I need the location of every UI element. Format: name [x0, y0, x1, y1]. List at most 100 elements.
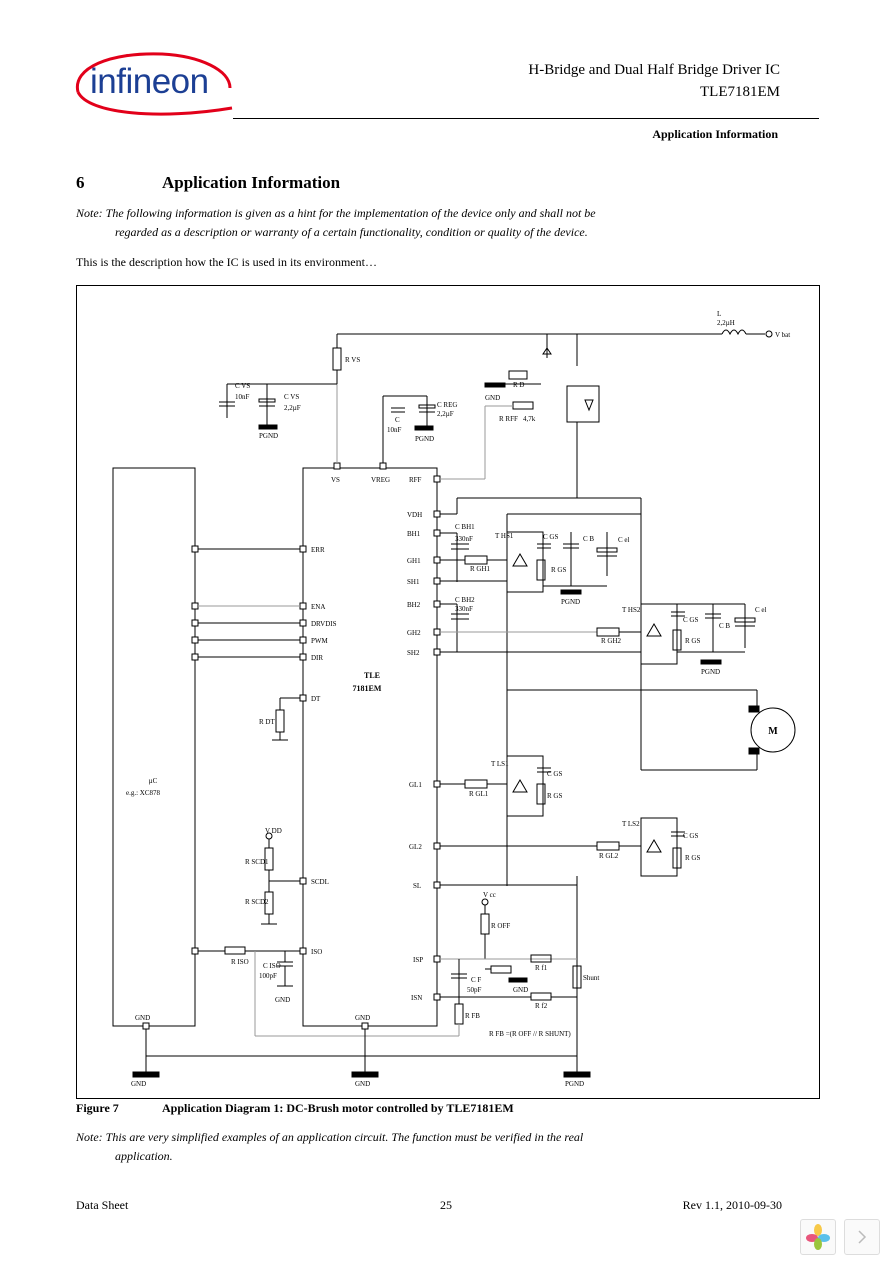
- cbh1-label: C BH1: [455, 523, 475, 531]
- cvs2-value: 2,2µF: [284, 404, 301, 412]
- cgs-label-1: C GS: [543, 533, 558, 541]
- vdd-label: V DD: [265, 827, 282, 835]
- next-page-button[interactable]: [844, 1219, 880, 1255]
- cf-label: C F: [471, 976, 481, 984]
- description: This is the description how the IC is us…: [76, 255, 377, 269]
- pgnd-label-bottom: PGND: [565, 1080, 584, 1088]
- ic-right-pins: RFF VDH BH1 GH1 SH1 BH2 GH2 SH2 GL1 GL2 …: [407, 475, 441, 1002]
- part-number: TLE7181EM: [700, 84, 780, 100]
- rgh2-label: R GH2: [601, 637, 622, 645]
- cgs-label-4: C GS: [683, 832, 698, 840]
- figure-note-line-1: Note: This are very simplified examples …: [76, 1130, 584, 1144]
- tls2-label: T LS2: [622, 820, 640, 828]
- creg-label: C: [395, 416, 400, 424]
- pin-vs-label: VS: [331, 476, 340, 484]
- section-title: Application Information: [162, 173, 341, 192]
- motor-symbol: [750, 707, 796, 753]
- cel-label-1: C el: [618, 536, 630, 544]
- pin-gl2-label: GL2: [409, 843, 422, 851]
- document-title: H-Bridge and Dual Half Bridge Driver IC: [528, 62, 780, 78]
- rd-resistor: [508, 370, 528, 380]
- pin-scdl-label: SCDL: [311, 878, 329, 886]
- pin-gl1-label: GL1: [409, 781, 422, 789]
- cgs-label-2: C GS: [683, 616, 698, 624]
- logo-swoosh-icon: [75, 52, 233, 116]
- cb-label-1: C B: [583, 535, 594, 543]
- creg-value: 10nF: [387, 426, 402, 434]
- rgs-label-2: R GS: [685, 637, 700, 645]
- ths2-label: T HS2: [622, 606, 641, 614]
- riso-label: R ISO: [231, 958, 249, 966]
- pin-bh1-label: BH1: [407, 530, 421, 538]
- pin-pwm-label: PWM: [311, 637, 329, 645]
- pin-bh2-label: BH2: [407, 601, 421, 609]
- cf-value: 50pF: [467, 986, 482, 994]
- pin-sh2-label: SH2: [407, 649, 420, 657]
- shunt-label: Shunt: [583, 974, 599, 982]
- creg2-value: 2,2µF: [437, 410, 454, 418]
- footer-page-number: 25: [440, 1198, 452, 1212]
- logo-text: infineon: [90, 62, 209, 101]
- cbh2-label: C BH2: [455, 596, 475, 604]
- ic-left-pins: ERR ENA DRVDIS PWM DIR DT SCDL ISO: [299, 545, 337, 956]
- cbh1-value: 330nF: [455, 535, 473, 543]
- pin-drvdis-label: DRVDIS: [311, 620, 337, 628]
- pgnd-label-1: PGND: [259, 432, 278, 440]
- cvs2-label: C VS: [284, 393, 299, 401]
- rfb-label: R FB: [465, 1012, 480, 1020]
- creg2-label: C REG: [437, 401, 457, 409]
- diode-d: [542, 347, 552, 355]
- rscd1-label: R SCD1: [245, 858, 269, 866]
- pin-err-label: ERR: [311, 546, 325, 554]
- reverse-polarity-mosfet: [566, 385, 600, 423]
- cb-label-2: C B: [719, 622, 730, 630]
- pin-vs: [333, 462, 341, 470]
- application-diagram: µC e.g.: XC878 TLE 7181EM VS VREG ERR EN…: [76, 285, 820, 1099]
- low-side-mosfet-1: [506, 755, 544, 817]
- pin-sh1-label: SH1: [407, 578, 420, 586]
- gnd-label-cf: GND: [513, 986, 528, 994]
- cel-label-2: C el: [755, 606, 767, 614]
- ic-label-2: 7181EM: [353, 684, 382, 693]
- ths1-label: T HS1: [495, 532, 514, 540]
- figure-caption: Application Diagram 1: DC-Brush motor co…: [162, 1101, 514, 1115]
- figure-note-line-2: application.: [115, 1149, 173, 1163]
- shunt-resistor: [572, 965, 582, 989]
- pin-iso-label: ISO: [311, 948, 322, 956]
- pin-dir-label: DIR: [311, 654, 323, 662]
- header-rule: [233, 118, 819, 119]
- uc-to-ic-wires: [191, 545, 300, 955]
- motor-label: M: [768, 726, 778, 737]
- rgs-label-3: R GS: [547, 792, 562, 800]
- pin-gh1-label: GH1: [407, 557, 421, 565]
- rf1-label: R f1: [535, 964, 548, 972]
- figure-number: Figure 7: [76, 1101, 119, 1115]
- cbh2-value: 330nF: [455, 605, 473, 613]
- rgs-label-4: R GS: [685, 854, 700, 862]
- roff-label: R OFF: [491, 922, 510, 930]
- gnd-label-ic: GND: [355, 1080, 370, 1088]
- section-number: 6: [76, 173, 85, 192]
- rgh1-label: R GH1: [470, 565, 491, 573]
- ciso-label: C ISO: [263, 962, 281, 970]
- infineon-logo: infineon: [70, 48, 240, 124]
- ciso-value: 100pF: [259, 972, 277, 980]
- ic-block: [302, 467, 438, 1027]
- rgl2-label: R GL2: [599, 852, 619, 860]
- uc-gnd-label: GND: [135, 1014, 150, 1022]
- cvs-label: C VS: [235, 382, 250, 390]
- rgs-label-1: R GS: [551, 566, 566, 574]
- uc-part: e.g.: XC878: [126, 789, 161, 797]
- pin-vreg: [379, 462, 387, 470]
- gnd-label-iso: GND: [275, 996, 290, 1004]
- rrff-value: 4,7k: [523, 415, 536, 423]
- note-line-1: Note: The following information is given…: [76, 206, 596, 220]
- pin-vdh-label: VDH: [407, 511, 422, 519]
- vcc-label: V cc: [483, 891, 496, 899]
- rvs-label: R VS: [345, 356, 360, 364]
- vbatt-label: V bat: [775, 331, 790, 339]
- ic-gnd-label: GND: [355, 1014, 370, 1022]
- uc-label: µC: [149, 777, 158, 785]
- low-side-mosfet-2: [640, 817, 678, 877]
- schematic-svg: µC e.g.: XC878 TLE 7181EM VS VREG ERR EN…: [112, 310, 796, 1088]
